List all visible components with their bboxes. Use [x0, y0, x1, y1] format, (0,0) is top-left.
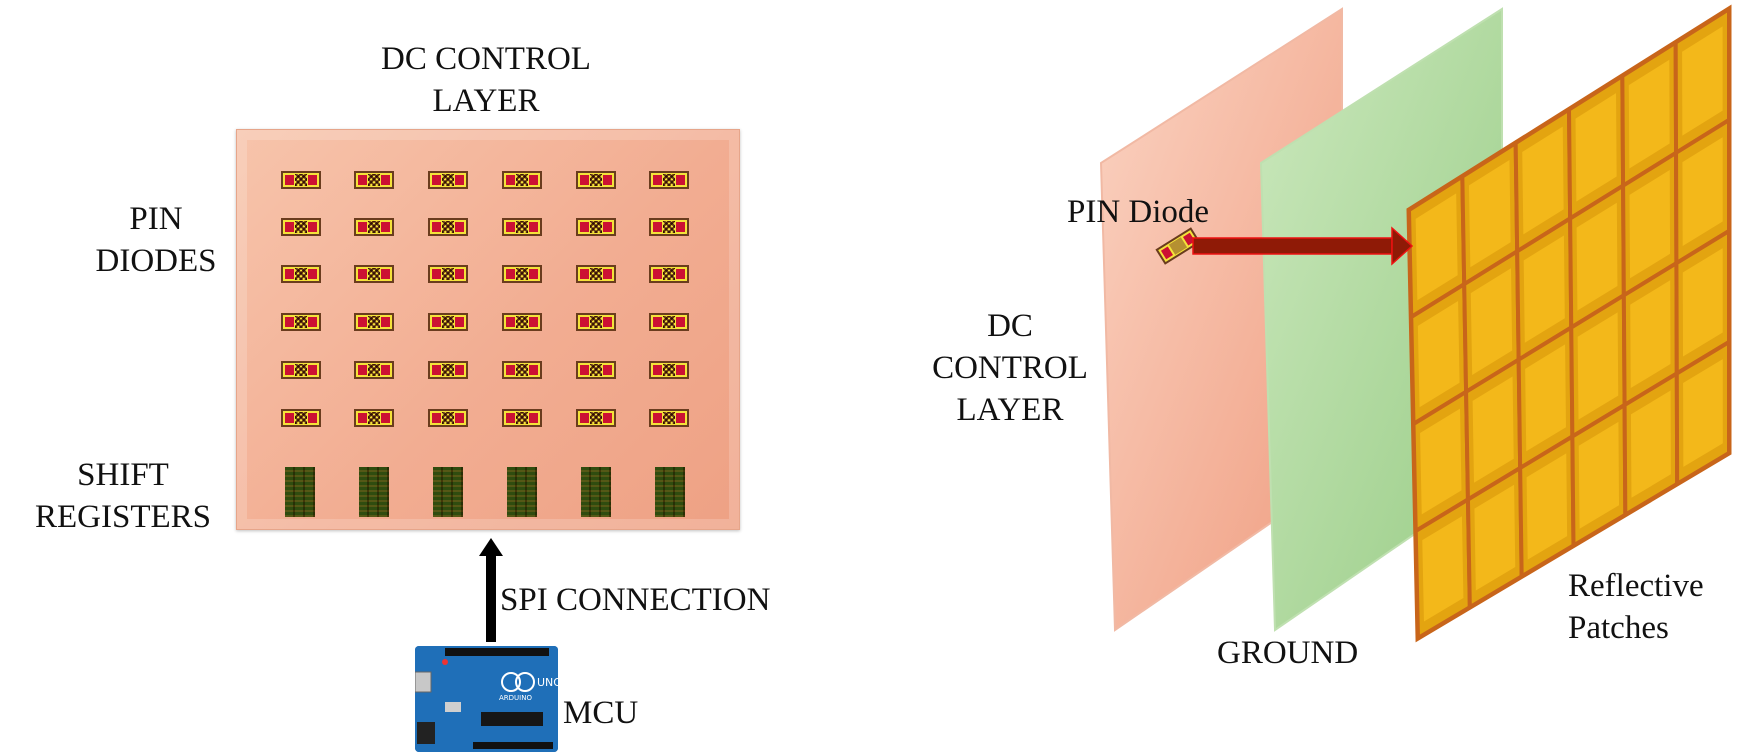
- pin-diode: [428, 409, 468, 427]
- pin-diode: [354, 171, 394, 189]
- title-line-1: DC CONTROL: [381, 41, 591, 77]
- patches-line-1: Reflective: [1568, 568, 1704, 604]
- diode-to-patches-arrow: [1192, 226, 1414, 266]
- pin-diode: [281, 171, 321, 189]
- pin-diode: [576, 171, 616, 189]
- pin-diode: [576, 361, 616, 379]
- pin-diode: [428, 218, 468, 236]
- patch-face: [1474, 484, 1516, 591]
- pin-diode: [649, 265, 689, 283]
- patch-face: [1630, 390, 1671, 498]
- arduino-board-icon: UNO ARDUINO: [415, 646, 558, 752]
- pin-diode: [649, 218, 689, 236]
- shift-register: [359, 467, 389, 517]
- patch-face: [1577, 312, 1619, 420]
- dc-control-layer-label: DC CONTROL LAYER: [930, 305, 1090, 431]
- patch-face: [1417, 301, 1460, 408]
- pin-diode: [281, 218, 321, 236]
- pin-diode: [428, 313, 468, 331]
- shift-registers-line-1: SHIFT: [77, 457, 169, 493]
- patch-grid: [1406, 5, 1731, 642]
- patch-face: [1420, 408, 1462, 515]
- pin-diode: [281, 265, 321, 283]
- layered-surface-diagram: [1099, 4, 1732, 643]
- shift-register: [655, 467, 685, 517]
- patch-face: [1682, 137, 1723, 247]
- mcu-logo-text: UNO: [537, 676, 558, 689]
- patch-face: [1422, 516, 1464, 622]
- mcu-maker-text: ARDUINO: [499, 694, 532, 702]
- patch-face: [1470, 268, 1513, 376]
- pin-diode: [428, 171, 468, 189]
- pin-diode: [354, 361, 394, 379]
- patch-face: [1575, 93, 1617, 202]
- pin-diode: [576, 313, 616, 331]
- patch-face: [1523, 235, 1565, 343]
- dc-label-line-2: CONTROL: [932, 350, 1088, 386]
- pin-diode: [428, 265, 468, 283]
- pin-diode: [354, 409, 394, 427]
- pin-diode: [502, 361, 542, 379]
- shift-registers-line-2: REGISTERS: [34, 499, 212, 535]
- pin-diode: [354, 265, 394, 283]
- pin-diode: [502, 313, 542, 331]
- patch-face: [1628, 59, 1670, 169]
- patch-face: [1522, 126, 1564, 235]
- pin-diode: [649, 409, 689, 427]
- pin-diodes-line-2: DIODES: [95, 243, 217, 279]
- patch-face: [1629, 170, 1671, 279]
- pin-diode: [649, 361, 689, 379]
- shift-register: [433, 467, 463, 517]
- pin-diode-label: PIN Diode: [1067, 194, 1210, 230]
- patch-face: [1682, 248, 1723, 357]
- shift-register: [507, 467, 537, 517]
- patch-face: [1630, 280, 1671, 389]
- mcu-label: MCU: [563, 695, 639, 731]
- shift-registers-label: SHIFT REGISTERS: [18, 454, 228, 538]
- pin-diode: [502, 218, 542, 236]
- pin-diodes-label: PIN DIODES: [84, 198, 228, 282]
- reflective-patches-label: Reflective Patches: [1568, 565, 1704, 649]
- pin-diode: [281, 313, 321, 331]
- pin-diode: [576, 409, 616, 427]
- patch-face: [1576, 202, 1618, 311]
- pin-diode: [428, 361, 468, 379]
- pin-diode: [502, 265, 542, 283]
- shift-register: [285, 467, 315, 517]
- patch-face: [1415, 193, 1458, 301]
- spi-connection-label: SPI CONNECTION: [500, 582, 771, 618]
- arduino-mcu: UNO ARDUINO: [415, 646, 558, 752]
- pin-diode: [502, 409, 542, 427]
- patch-face: [1682, 26, 1723, 136]
- patch-face: [1683, 359, 1723, 467]
- pin-diodes-line-1: PIN: [129, 201, 183, 237]
- patch-face: [1526, 453, 1568, 560]
- pin-diode: [281, 361, 321, 379]
- pin-diode: [576, 218, 616, 236]
- spi-arrow: [479, 538, 503, 642]
- dc-label-line-1: DC: [987, 308, 1033, 344]
- pin-diode-icon: [1155, 227, 1201, 265]
- shift-register: [581, 467, 611, 517]
- title-line-2: LAYER: [432, 83, 540, 119]
- dc-control-board: [236, 129, 740, 530]
- pin-diode: [281, 409, 321, 427]
- patch-face: [1468, 160, 1511, 268]
- dc-label-line-3: LAYER: [956, 392, 1064, 428]
- pin-diode: [502, 171, 542, 189]
- pin-diode: [649, 171, 689, 189]
- patch-face: [1578, 421, 1620, 529]
- ground-label: GROUND: [1217, 635, 1359, 671]
- patch-face: [1525, 344, 1566, 452]
- dc-control-layer-title: DC CONTROL LAYER: [358, 38, 614, 122]
- pin-diode: [649, 313, 689, 331]
- patch-face: [1472, 376, 1514, 483]
- patches-line-2: Patches: [1568, 610, 1669, 646]
- pin-diode: [354, 313, 394, 331]
- pin-diode: [354, 218, 394, 236]
- pin-diode: [576, 265, 616, 283]
